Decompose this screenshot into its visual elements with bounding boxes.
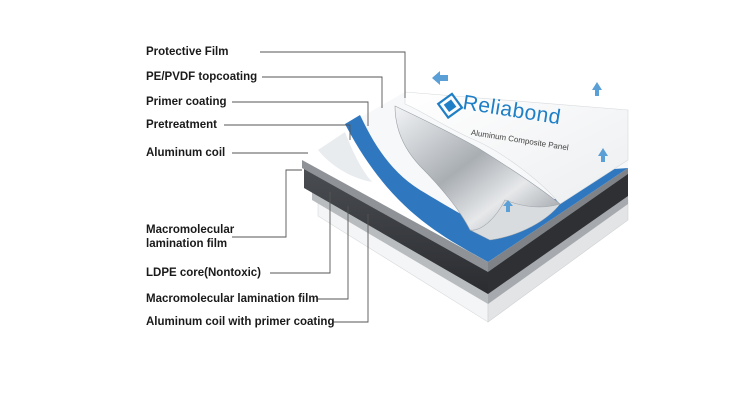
label-primer-coating: Primer coating (146, 96, 227, 108)
arrow-icon (432, 71, 608, 212)
reliabond-logo-icon (436, 92, 464, 120)
leader-primer (232, 101, 369, 126)
pretreatment-band (318, 132, 372, 182)
leader-protective-film (260, 51, 406, 98)
label-macromolecular-line2: lamination film (146, 238, 228, 250)
label-aluminum-coil: Aluminum coil (146, 147, 226, 159)
label-protective-film: Protective Film (146, 46, 229, 58)
protective-film-sheet (404, 91, 629, 205)
label-pe-pvdf-topcoating: PE/PVDF topcoating (146, 71, 258, 83)
leader-macromolecular-1 (232, 169, 302, 238)
label-macromolecular-line1: Macromolecular (146, 224, 235, 236)
leader-pretreatment (224, 124, 351, 140)
leader-ldpe (270, 192, 331, 274)
upper-lamination-layer (302, 160, 488, 272)
lower-lamination-layer (312, 190, 488, 304)
leader-lines (224, 51, 406, 323)
label-aluminum-coil-primer: Aluminum coil with primer coating (146, 316, 335, 328)
leader-aluminum-primer (332, 214, 369, 323)
label-pretreatment: Pretreatment (146, 119, 217, 131)
leader-macromolecular-2 (318, 206, 349, 300)
ldpe-core-layer (304, 168, 488, 294)
label-ldpe-core: LDPE core(Nontoxic) (146, 267, 262, 279)
label-macromolecular-lamination-film: Macromolecular lamination film (146, 293, 319, 305)
leader-pe-pvdf (262, 76, 383, 108)
